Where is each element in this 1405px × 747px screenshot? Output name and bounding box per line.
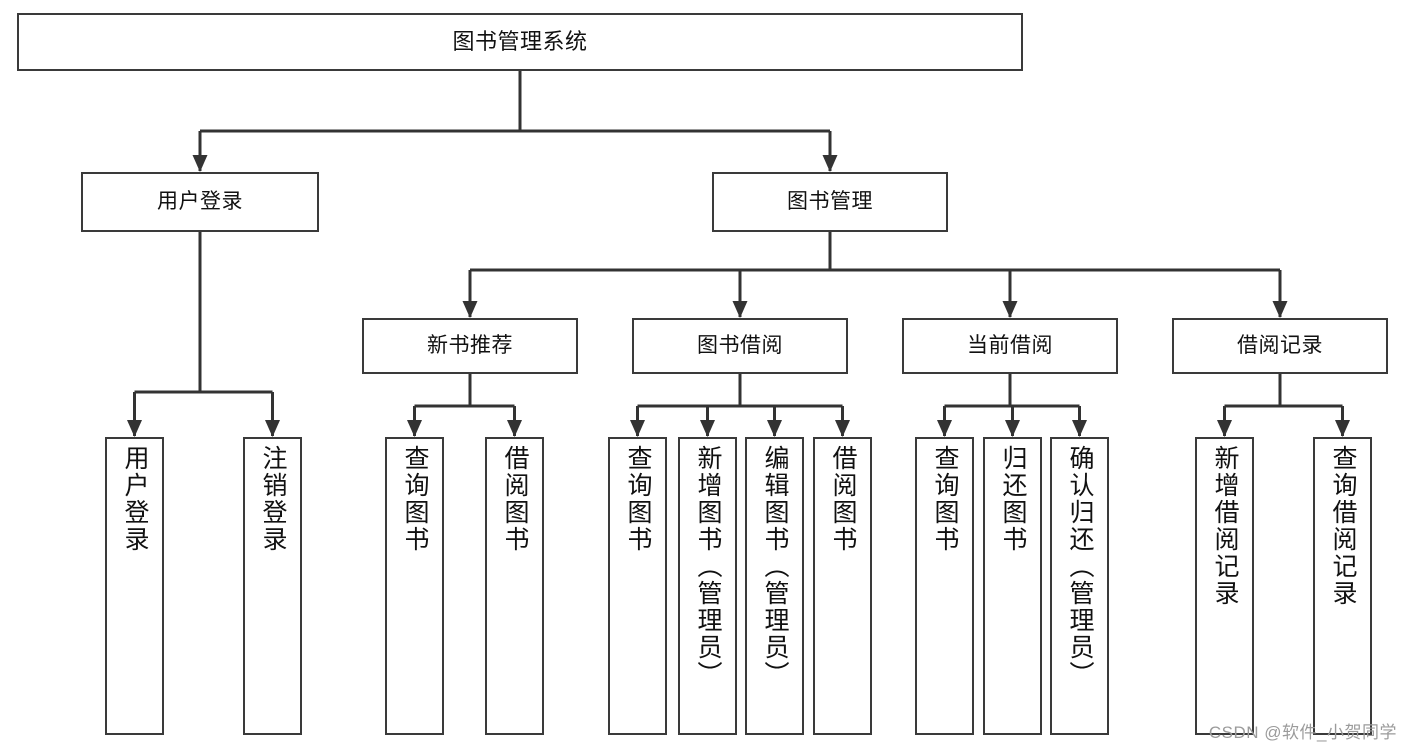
- node-book-borrow[interactable]: 图书借阅: [632, 318, 848, 374]
- node-leaf-borrow-add-book[interactable]: 新增图书（管理员）: [678, 437, 737, 735]
- node-label-book-borrow: 图书借阅: [697, 333, 783, 357]
- node-leaf-user-login[interactable]: 用户登录: [105, 437, 164, 735]
- node-user-login[interactable]: 用户登录: [81, 172, 319, 232]
- node-label-leaf-record-search: 查询借阅记录: [1329, 445, 1357, 607]
- node-label-leaf-current-query-book: 查询图书: [931, 445, 959, 553]
- node-leaf-current-query-book[interactable]: 查询图书: [915, 437, 974, 735]
- watermark-text: CSDN @软件_小贺同学: [1208, 723, 1397, 742]
- node-new-book-recommend[interactable]: 新书推荐: [362, 318, 578, 374]
- node-leaf-recommend-query-book[interactable]: 查询图书: [385, 437, 444, 735]
- node-label-leaf-current-return-book: 归还图书: [999, 445, 1027, 553]
- node-label-new-book-recommend: 新书推荐: [427, 333, 513, 357]
- node-leaf-current-return-book[interactable]: 归还图书: [983, 437, 1042, 735]
- node-label-user-login: 用户登录: [157, 189, 243, 213]
- node-leaf-record-add[interactable]: 新增借阅记录: [1195, 437, 1254, 735]
- node-leaf-recommend-borrow-book[interactable]: 借阅图书: [485, 437, 544, 735]
- node-leaf-borrow-edit-book[interactable]: 编辑图书（管理员）: [745, 437, 804, 735]
- node-label-leaf-current-confirm-return: 确认归还（管理员）: [1066, 445, 1094, 688]
- node-label-leaf-recommend-borrow-book: 借阅图书: [501, 445, 529, 553]
- node-label-borrow-record: 借阅记录: [1237, 333, 1323, 357]
- node-label-leaf-borrow-query-book: 查询图书: [624, 445, 652, 553]
- node-label-leaf-borrow-do-borrow: 借阅图书: [829, 445, 857, 553]
- node-label-leaf-recommend-query-book: 查询图书: [401, 445, 429, 553]
- node-leaf-user-logout[interactable]: 注销登录: [243, 437, 302, 735]
- node-root-system[interactable]: 图书管理系统: [17, 13, 1023, 71]
- node-label-current-borrow: 当前借阅: [967, 333, 1053, 357]
- node-leaf-current-confirm-return[interactable]: 确认归还（管理员）: [1050, 437, 1109, 735]
- node-label-book-management: 图书管理: [787, 189, 873, 213]
- node-leaf-borrow-do-borrow[interactable]: 借阅图书: [813, 437, 872, 735]
- node-leaf-record-search[interactable]: 查询借阅记录: [1313, 437, 1372, 735]
- node-label-leaf-record-add: 新增借阅记录: [1211, 445, 1239, 607]
- node-label-leaf-user-login: 用户登录: [121, 445, 149, 553]
- node-leaf-borrow-query-book[interactable]: 查询图书: [608, 437, 667, 735]
- node-borrow-record[interactable]: 借阅记录: [1172, 318, 1388, 374]
- node-label-root-system: 图书管理系统: [452, 29, 588, 55]
- node-label-leaf-borrow-add-book: 新增图书（管理员）: [694, 445, 722, 688]
- node-label-leaf-borrow-edit-book: 编辑图书（管理员）: [761, 445, 789, 688]
- node-current-borrow[interactable]: 当前借阅: [902, 318, 1118, 374]
- node-label-leaf-user-logout: 注销登录: [259, 445, 287, 553]
- node-book-management[interactable]: 图书管理: [712, 172, 948, 232]
